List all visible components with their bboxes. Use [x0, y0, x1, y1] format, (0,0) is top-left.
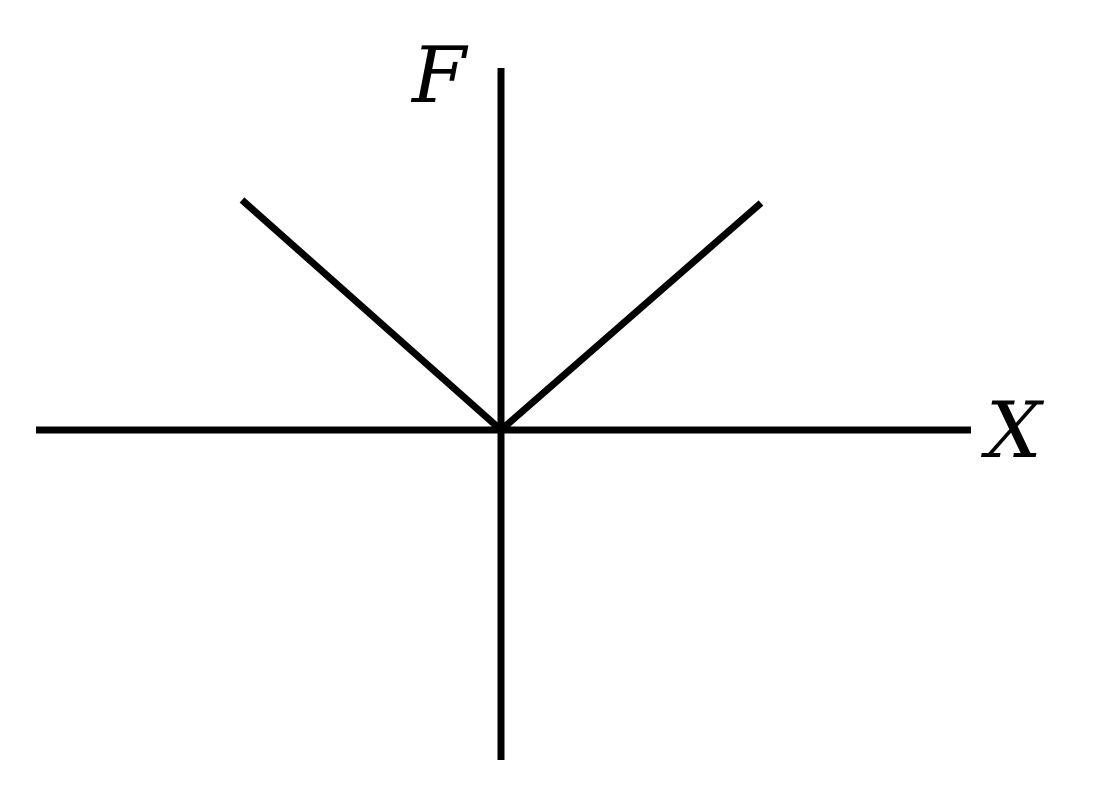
left-branch-line: [239, 197, 504, 433]
x-axis-label: X: [980, 386, 1045, 476]
f-axis-label: F: [410, 31, 469, 121]
right-branch-line: [498, 200, 764, 433]
